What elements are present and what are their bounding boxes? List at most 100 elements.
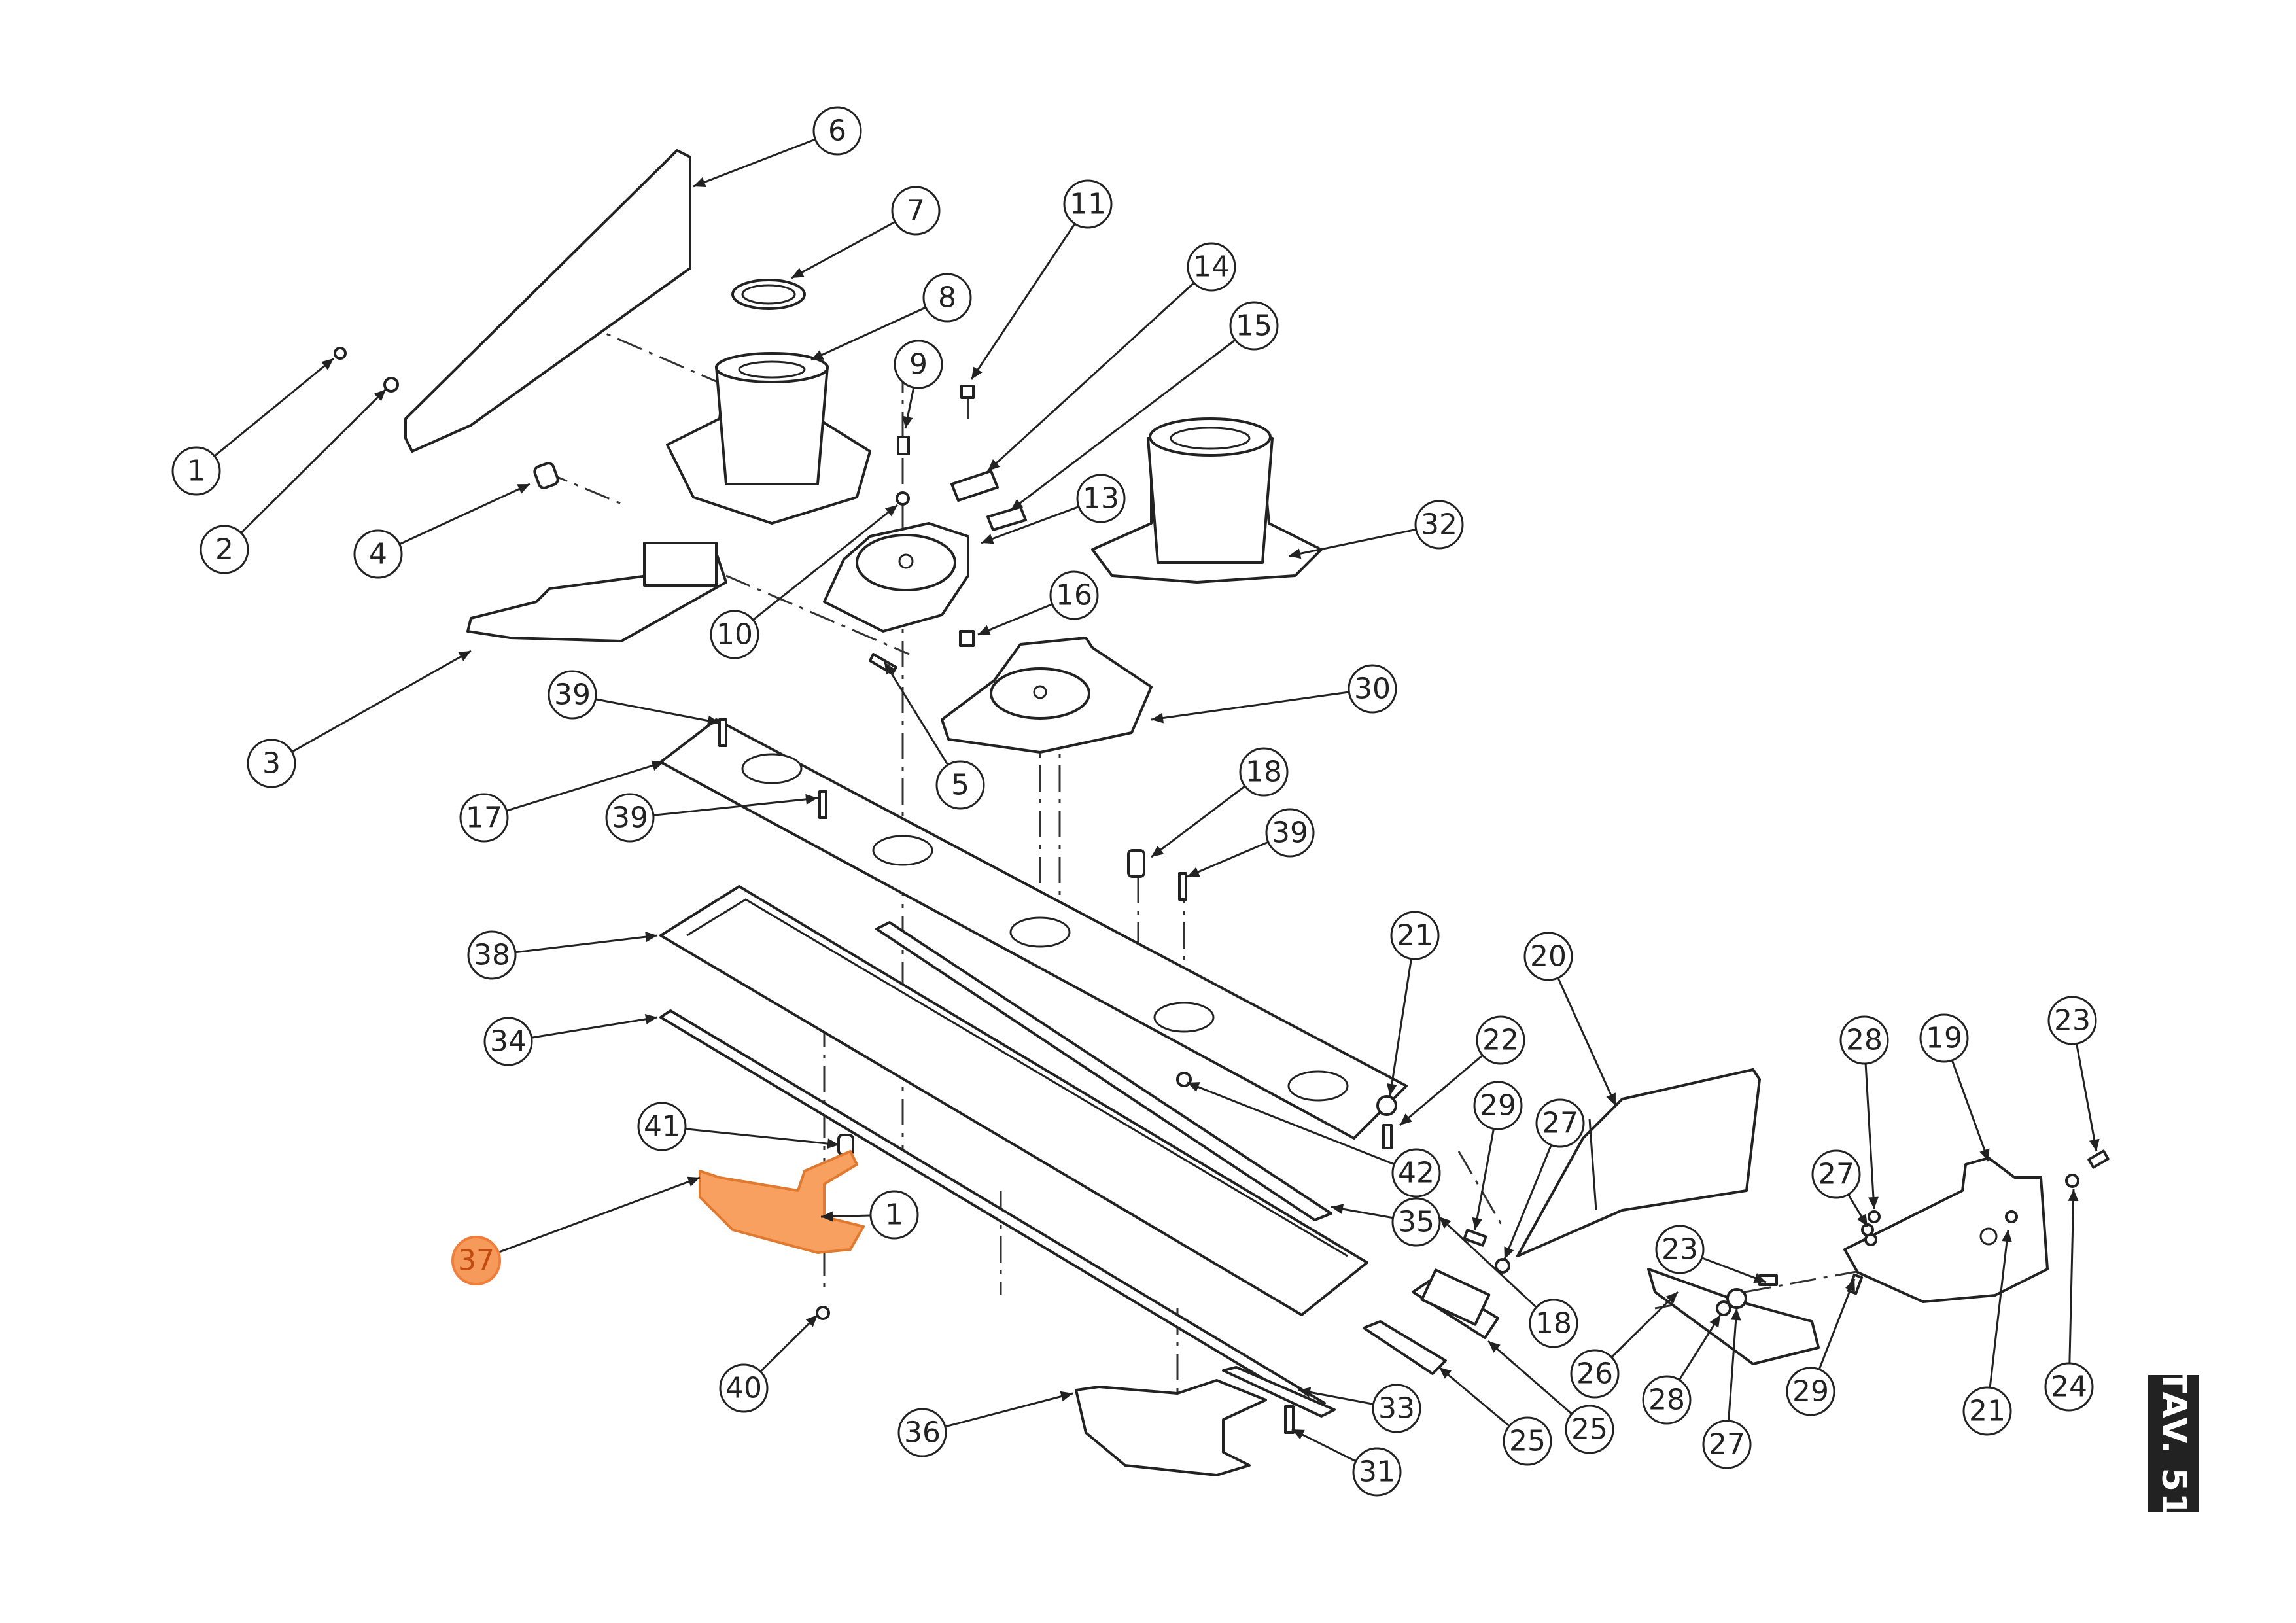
part-14-plate (950, 470, 999, 502)
leader-arrowhead (1753, 1273, 1766, 1283)
leader-arrowhead (902, 415, 913, 428)
leader-arrowhead (1439, 1217, 1452, 1229)
callout-circle (719, 1363, 769, 1413)
leader-line (1610, 1291, 1679, 1358)
part-27-washer (1495, 1258, 1510, 1274)
callout-18: 18 (1438, 1215, 1578, 1348)
callout-label: 23 (2054, 1004, 2091, 1038)
callout-19: 19 (1919, 1013, 1990, 1162)
leader-line (1288, 528, 1417, 557)
callout-label: 21 (1397, 919, 1433, 952)
callout-circle (2044, 1362, 2094, 1412)
callout-label: 34 (490, 1025, 527, 1058)
callout-label: 23 (1661, 1233, 1698, 1266)
leader-line (531, 1016, 658, 1039)
callout-label: 18 (1245, 756, 1282, 789)
callout-37: 37 (451, 1176, 701, 1285)
callout-5: 5 (883, 661, 985, 810)
callout-16: 16 (977, 570, 1099, 636)
callout-circle (1523, 932, 1573, 981)
callout-circle (1391, 1197, 1441, 1247)
callout-circle (1535, 1098, 1585, 1148)
callout-21: 21 (1386, 911, 1440, 1096)
leader-line (1399, 1055, 1484, 1126)
leader-line (1298, 1389, 1374, 1405)
callout-38: 38 (467, 930, 658, 980)
part-23-bolt (2087, 1149, 2110, 1169)
callout-2: 2 (200, 388, 387, 574)
callout-label: 6 (828, 114, 846, 148)
callout-label: 27 (1818, 1158, 1854, 1191)
part-36-skid (1075, 1379, 1267, 1476)
callout-label: 31 (1359, 1456, 1395, 1489)
part-34-strip (659, 1009, 1326, 1411)
callout-29: 29 (1786, 1278, 1856, 1416)
callout-circle (1473, 1081, 1523, 1130)
leader-arrowhead (988, 459, 1000, 471)
part-4-bushing (533, 462, 559, 489)
leader-arrowhead (2089, 1138, 2100, 1151)
part-9-bolt (897, 436, 910, 455)
part-10-nut (896, 491, 910, 506)
callout-label: 41 (644, 1110, 680, 1143)
leader-arrowhead (1298, 1387, 1312, 1398)
callout-label: 18 (1535, 1307, 1572, 1340)
callout-circle (1476, 1015, 1525, 1065)
callout-label: 17 (466, 801, 502, 835)
part-27-washer-b (1861, 1223, 1874, 1236)
callout-label: 10 (716, 618, 753, 652)
callout-circle (483, 1017, 533, 1066)
leader-arrowhead (2001, 1230, 2012, 1242)
callout-circle (1265, 808, 1315, 858)
callout-label: 28 (1648, 1384, 1685, 1417)
leader-line (986, 282, 1195, 472)
leader-arrowhead (645, 932, 657, 943)
callout-24: 24 (2044, 1189, 2094, 1412)
callout-label: 16 (1056, 579, 1092, 612)
callout-label: 37 (458, 1244, 495, 1278)
callout-circle (1570, 1349, 1620, 1399)
leader-arrowhead (1488, 1341, 1501, 1353)
leader-arrowhead (791, 268, 805, 278)
sheet-label: TAV. 51 (2148, 1370, 2199, 1518)
leader-line (291, 650, 472, 753)
callout-9: 9 (894, 340, 943, 429)
leader-arrowhead (978, 625, 991, 635)
callout-label: 1 (187, 455, 205, 488)
leader-arrowhead (805, 1315, 818, 1327)
leader-arrowhead (374, 389, 386, 402)
callout-18: 18 (1151, 747, 1289, 858)
part-39-bolt (1178, 872, 1187, 901)
leader-arrowhead (1504, 1246, 1514, 1259)
part-25-bracket-b (1363, 1320, 1447, 1375)
leader-line (1557, 977, 1617, 1106)
callout-11: 11 (970, 179, 1113, 380)
callout-circle (1565, 1405, 1614, 1454)
leader-line (1291, 1428, 1357, 1463)
callout-1: 1 (820, 1190, 919, 1240)
leader-line (240, 388, 387, 534)
callout-label: 8 (938, 281, 956, 315)
callout-6: 6 (693, 106, 862, 188)
part-2-washer (383, 377, 399, 393)
part-35-strip (875, 921, 1332, 1221)
part-6-side-plate (404, 149, 691, 453)
callout-circle (1786, 1367, 1835, 1416)
callout-label: 20 (1530, 940, 1567, 973)
callout-circle (171, 446, 221, 496)
leader-arrowhead (1289, 548, 1302, 559)
part-22-bolt (1382, 1124, 1393, 1149)
callout-circle (891, 186, 941, 236)
leader-line (1864, 1063, 1875, 1210)
leader-arrowhead (706, 715, 720, 726)
leader-arrowhead (1606, 1092, 1616, 1106)
leader-arrowhead (821, 1211, 833, 1222)
leader-line (970, 223, 1076, 380)
callout-circle (637, 1102, 687, 1151)
callout-label: 38 (474, 939, 510, 972)
callout-label: 29 (1792, 1375, 1829, 1408)
callout-4: 4 (353, 483, 531, 579)
callout-circle (1187, 242, 1236, 292)
callout-label: 42 (1398, 1157, 1435, 1190)
